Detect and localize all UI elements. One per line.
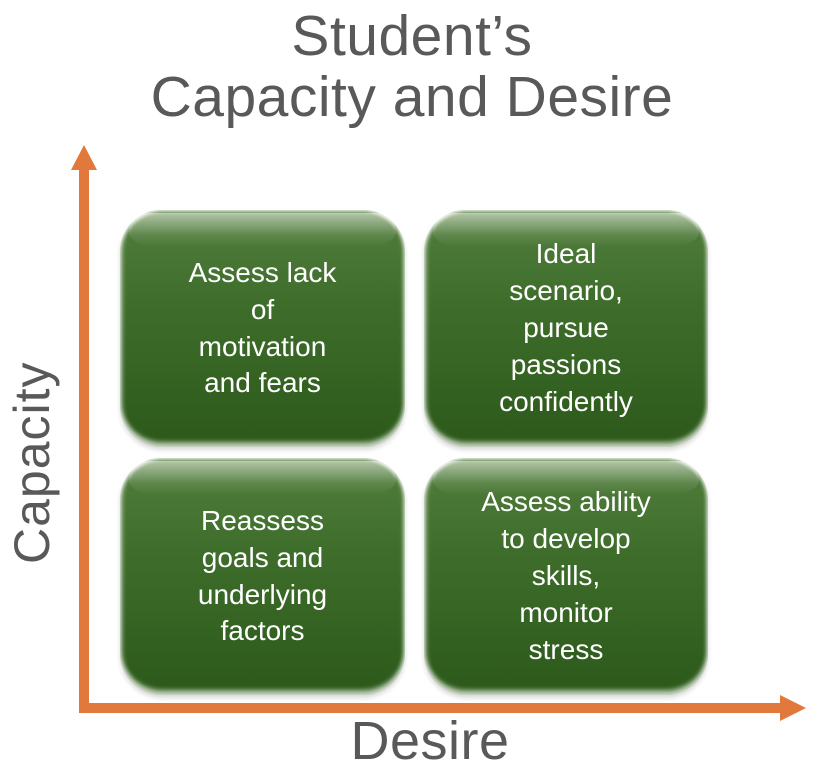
quadrant-box-top-left: Assess lack of motivation and fears: [120, 210, 405, 447]
y-axis-arrowhead-icon: [71, 145, 97, 170]
quadrant-text: Reassess goals and underlying factors: [197, 504, 328, 647]
quadrant-box-bottom-right: Assess ability to develop skills, monito…: [424, 458, 708, 695]
y-axis-line: [79, 168, 89, 713]
gloss-highlight: [433, 213, 699, 247]
diagram-title: Student’s Capacity and Desire: [150, 4, 674, 129]
gloss-highlight: [129, 461, 396, 495]
quadrant-text: Assess ability to develop skills, monito…: [481, 486, 651, 665]
gloss-highlight: [129, 213, 396, 247]
y-axis-label: Capacity: [4, 361, 60, 564]
quadrant-text: Ideal scenario, pursue passions confiden…: [499, 238, 633, 417]
x-axis-line: [79, 703, 781, 713]
x-axis-arrowhead-icon: [780, 695, 806, 721]
gloss-highlight: [433, 461, 699, 495]
x-axis-label: Desire: [350, 711, 510, 771]
quadrant-box-top-right: Ideal scenario, pursue passions confiden…: [424, 210, 708, 447]
quadrant-box-bottom-left: Reassess goals and underlying factors: [120, 458, 405, 695]
quadrant-text: Assess lack of motivation and fears: [188, 256, 337, 399]
